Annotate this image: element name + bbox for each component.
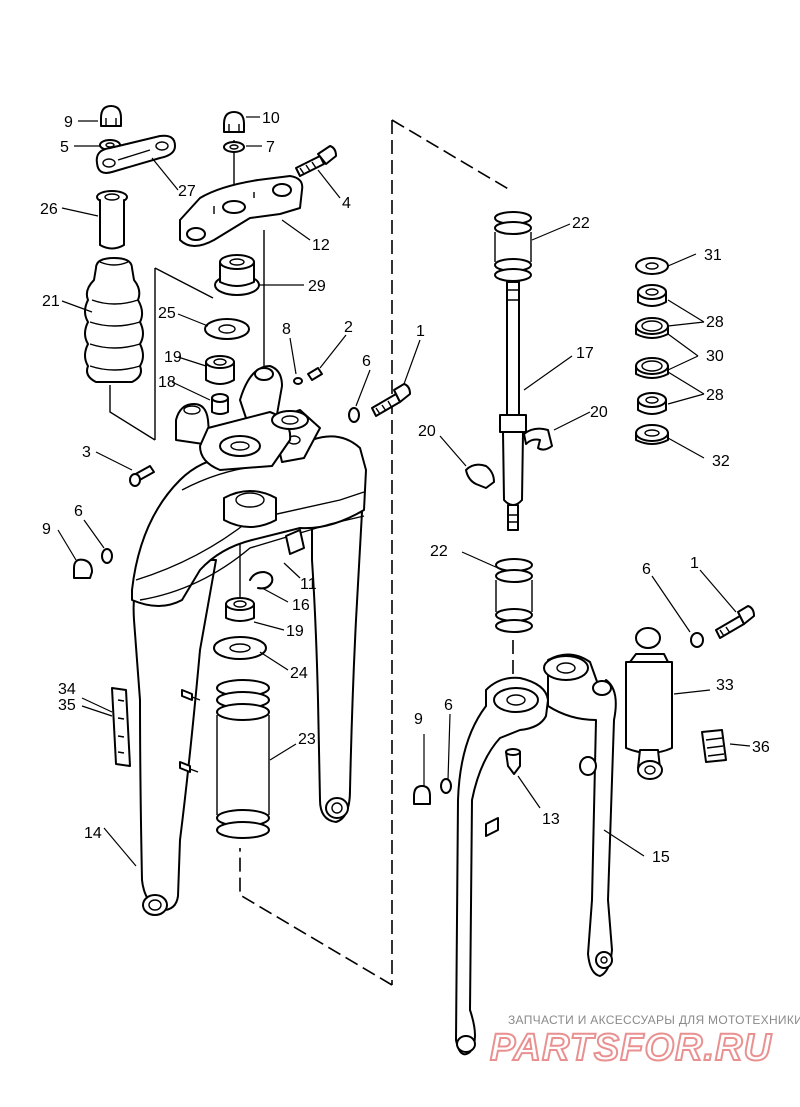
callout-15: 15 <box>652 849 670 866</box>
retaining-clip-16 <box>249 571 274 590</box>
watermark-brand: PARTSFOR.RU <box>490 1027 772 1069</box>
callout-26: 26 <box>40 201 58 218</box>
callout-6-right: 6 <box>642 561 651 578</box>
callout-30: 30 <box>706 348 724 365</box>
watermark: ЗАПЧАСТИ И АКСЕССУАРЫ ДЛЯ МОТОТЕХНИКИ PA… <box>489 1013 800 1070</box>
bolt-1-lower <box>715 605 755 639</box>
callout-19-lower: 19 <box>286 623 304 640</box>
callout-2: 2 <box>344 319 353 336</box>
callout-16: 16 <box>292 597 310 614</box>
plate-27 <box>95 134 176 174</box>
washer-7 <box>223 141 245 153</box>
pin-18 <box>211 393 229 415</box>
fitting-13 <box>505 748 521 775</box>
bushing-19-upper <box>205 355 235 385</box>
callout-34: 34 <box>58 681 76 698</box>
callout-22-lower: 22 <box>430 543 448 560</box>
callout-31: 31 <box>704 247 722 264</box>
callout-35: 35 <box>58 697 76 714</box>
callout-32: 32 <box>712 453 730 470</box>
callout-8: 8 <box>282 321 291 338</box>
callout-21: 21 <box>42 293 60 310</box>
callout-29: 29 <box>308 278 326 295</box>
acorn-nut-9-top-left <box>100 105 122 127</box>
callout-18: 18 <box>158 374 176 391</box>
bushing-19-lower <box>225 597 255 622</box>
callout-5: 5 <box>60 139 69 156</box>
spring-23 <box>216 679 270 839</box>
washer-25 <box>204 318 250 340</box>
callout-28-lower: 28 <box>706 387 724 404</box>
callout-23: 23 <box>298 731 316 748</box>
acorn-nut-9-left <box>73 558 93 579</box>
callout-3: 3 <box>82 444 91 461</box>
callout-11: 11 <box>300 576 317 593</box>
top-bracket-12 <box>179 175 304 247</box>
callout-7: 7 <box>266 139 275 156</box>
washer-6-upper <box>348 407 360 423</box>
screw-8-2 <box>293 367 323 385</box>
acorn-nut-10 <box>223 111 245 133</box>
washer-32 <box>635 424 669 445</box>
callout-20-left: 20 <box>418 423 436 440</box>
acorn-nut-9-right <box>413 785 431 805</box>
race-30-upper <box>635 317 669 339</box>
watermark-tagline: ЗАПЧАСТИ И АКСЕССУАРЫ ДЛЯ МОТОТЕХНИКИ <box>508 1013 800 1027</box>
bushing-26 <box>96 190 128 250</box>
leader-lines <box>57 116 751 867</box>
callout-20-right: 20 <box>590 404 608 421</box>
shock-absorber-33 <box>625 627 673 780</box>
callout-9-top: 9 <box>64 114 73 131</box>
callout-22-upper: 22 <box>572 215 590 232</box>
callout-25: 25 <box>158 305 176 322</box>
spring-22-upper <box>494 211 532 282</box>
clip-20-left <box>465 463 495 489</box>
rubber-boot-21 <box>84 257 144 383</box>
callout-13: 13 <box>542 811 560 828</box>
washer-6-right <box>690 632 704 648</box>
callout-19-upper: 19 <box>164 349 182 366</box>
spring-22-lower <box>495 558 533 633</box>
callout-36: 36 <box>752 739 770 756</box>
washer-6-left <box>101 548 113 564</box>
callout-14: 14 <box>84 825 102 842</box>
label-plate-34-35 <box>111 687 131 767</box>
callout-9-right: 9 <box>414 711 423 728</box>
callout-6-upper: 6 <box>362 353 371 370</box>
clip-36 <box>701 729 727 763</box>
callout-10: 10 <box>262 110 280 127</box>
fork-assembly-15 <box>455 653 617 1056</box>
callout-24: 24 <box>290 665 308 682</box>
callout-27: 27 <box>178 183 196 200</box>
nut-29 <box>214 254 260 296</box>
callout-6-left: 6 <box>74 503 83 520</box>
callout-1-lower: 1 <box>690 555 699 572</box>
clip-20-right <box>523 427 553 451</box>
callout-1-upper: 1 <box>416 323 425 340</box>
race-30-lower <box>635 357 669 379</box>
callout-28-upper: 28 <box>706 314 724 331</box>
bearing-28-lower <box>637 392 667 415</box>
callout-6-lower: 6 <box>444 697 453 714</box>
screw-3 <box>129 465 155 487</box>
washer-24 <box>213 636 267 660</box>
washer-6-lower <box>440 778 452 794</box>
bolt-1-upper <box>371 383 411 417</box>
callout-4: 4 <box>342 195 351 212</box>
callout-labels: 9 5 27 26 21 10 7 4 12 29 25 19 18 8 2 6… <box>40 110 770 866</box>
bolt-4 <box>295 145 337 177</box>
callout-9-left: 9 <box>42 521 51 538</box>
washer-31 <box>635 257 669 275</box>
rod-17 <box>499 281 527 531</box>
callout-33: 33 <box>716 677 734 694</box>
bearing-28-upper <box>637 284 667 307</box>
callout-17: 17 <box>576 345 594 362</box>
fork-assembly-14 <box>131 365 367 916</box>
callout-12: 12 <box>312 237 330 254</box>
